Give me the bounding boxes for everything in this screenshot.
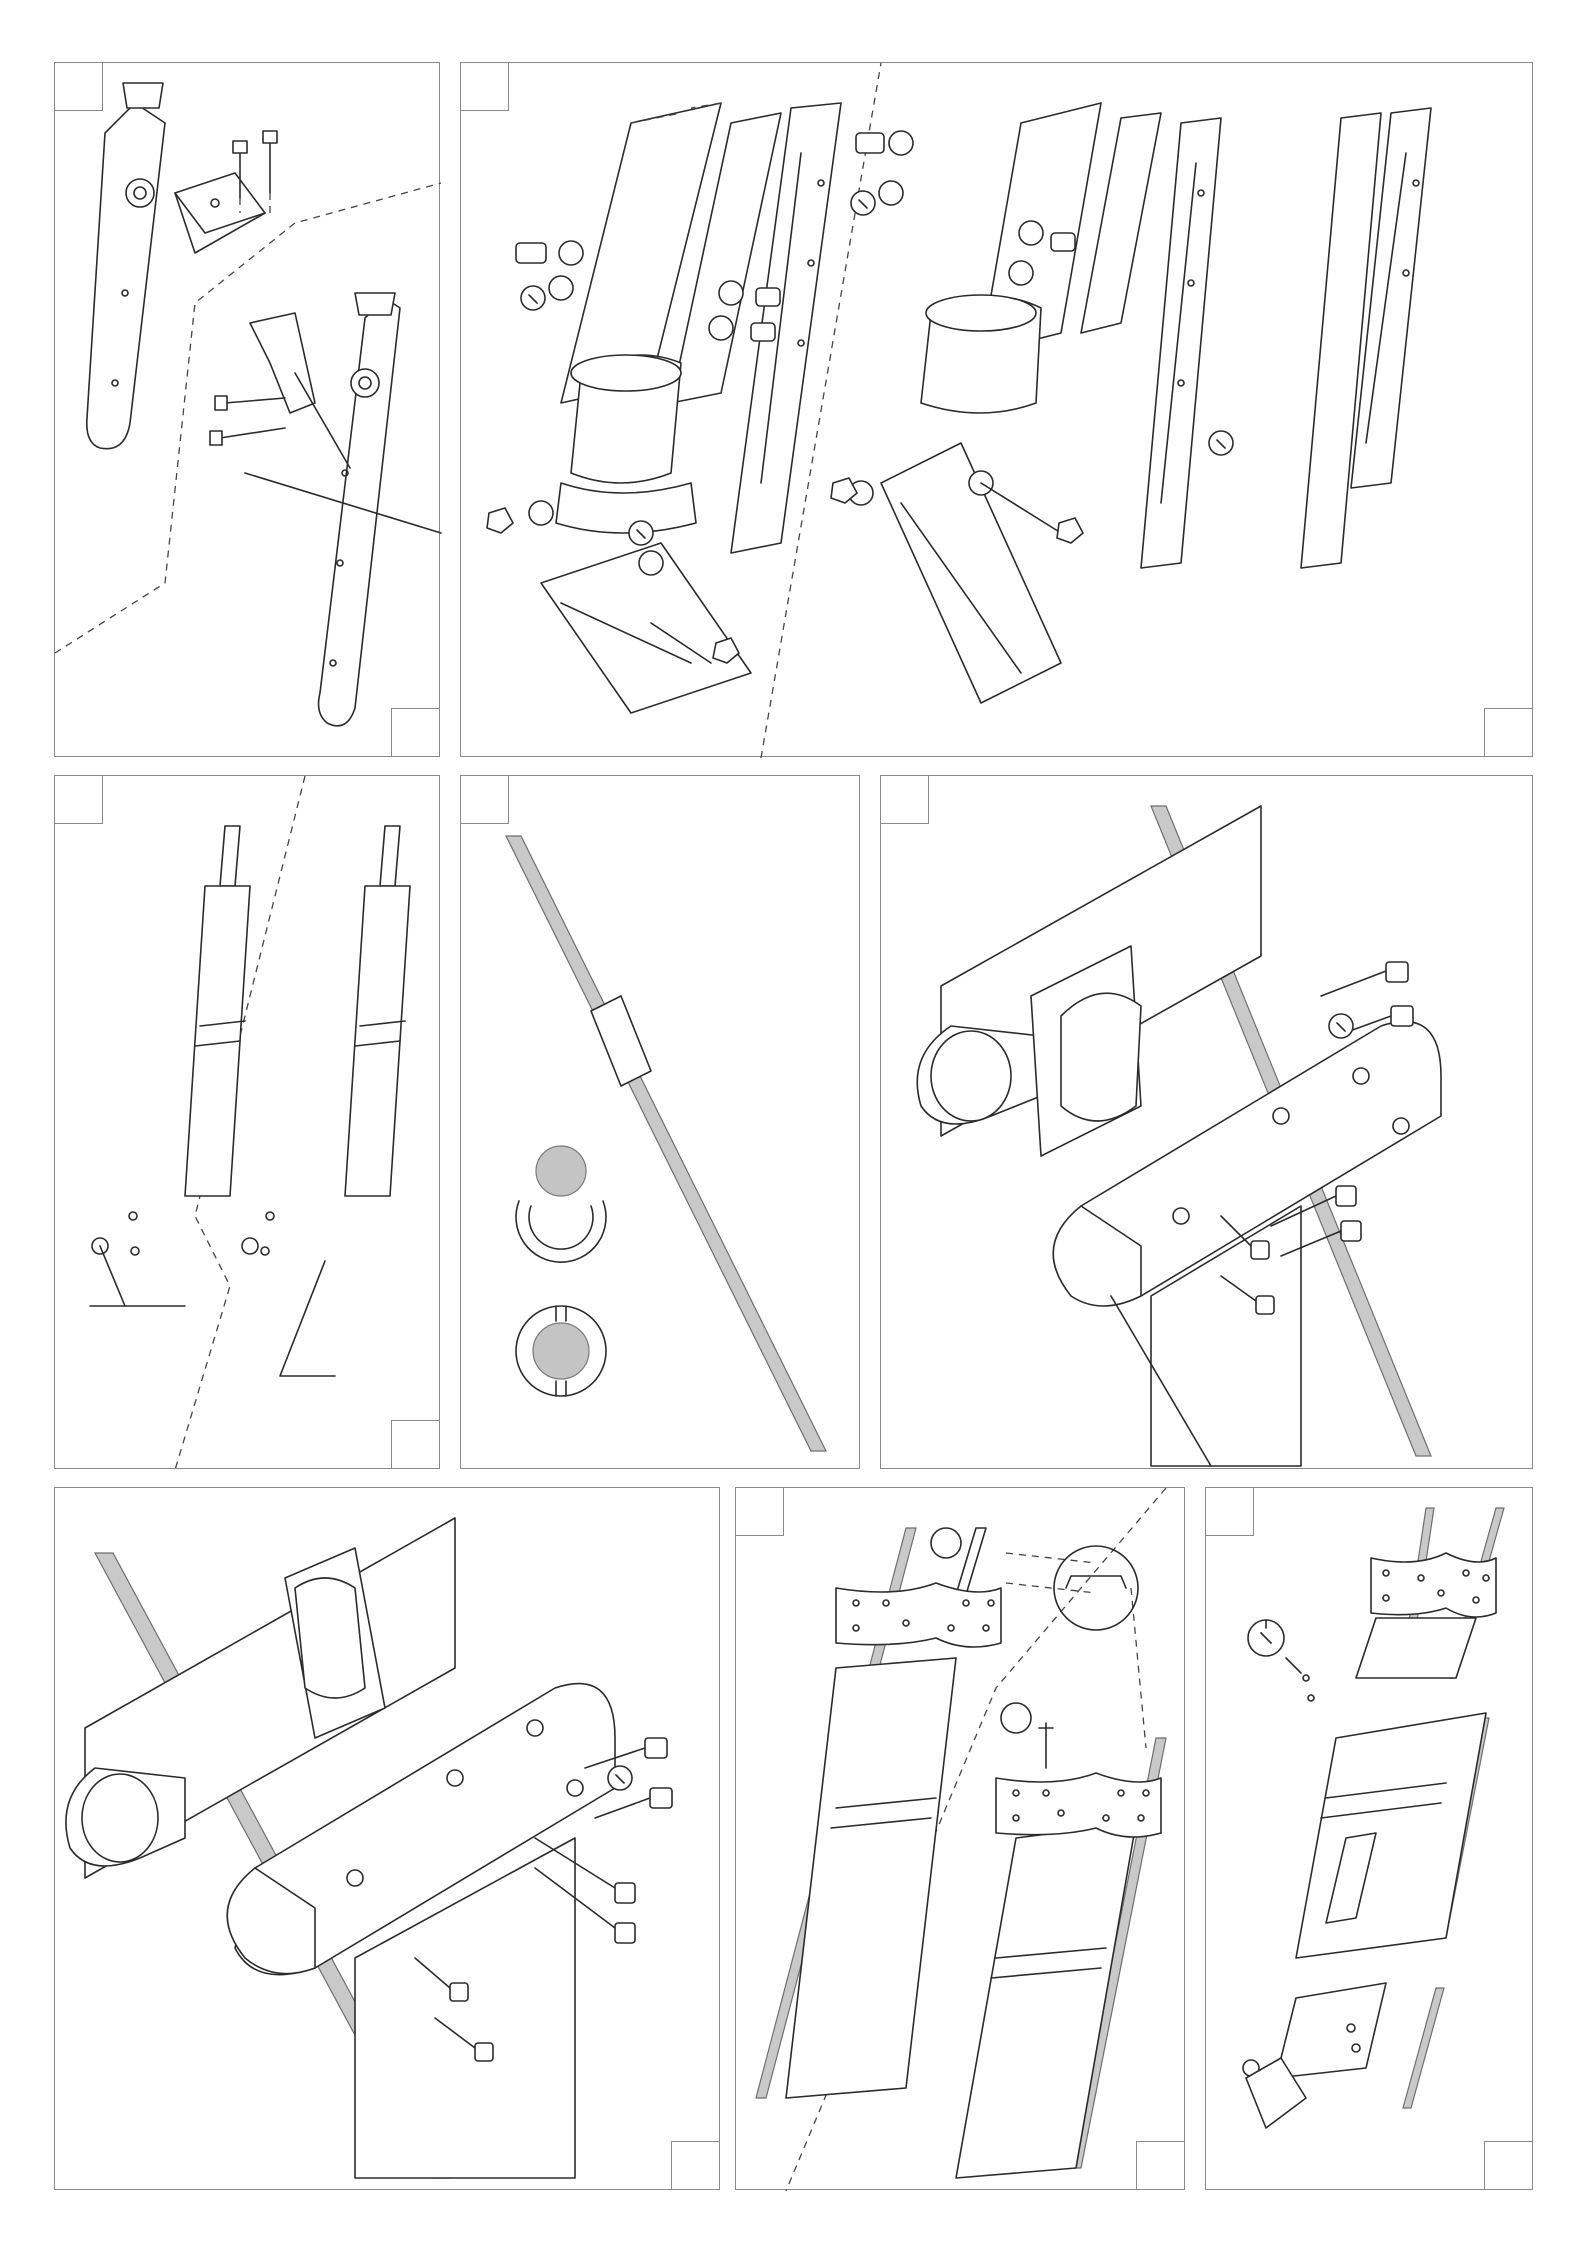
tube-left [90, 826, 250, 1306]
panel-1-bracket-hinge [54, 62, 440, 757]
panel-4-rod-sleeve [460, 775, 860, 1469]
clamp-plate-icon [1371, 1553, 1496, 1617]
panel-8-rail-assembly [1205, 1487, 1533, 2190]
rod-sleeve-drawing [461, 776, 861, 1470]
clip-closed [516, 1306, 606, 1396]
tube-right [242, 826, 410, 1376]
grease-tube-icon [608, 1766, 632, 1790]
clamp-plate-icon [996, 1773, 1161, 1837]
clamp-plate-icon [836, 1583, 1001, 1647]
grease-tube-icon [1329, 1014, 1353, 1038]
clamp-plates-drawing [736, 1488, 1186, 2191]
sleeve [591, 996, 651, 1086]
exploded-hinge-drawing [461, 63, 1534, 758]
clamp-assembly-alt-drawing [55, 1488, 721, 2191]
bolt-icon [210, 396, 285, 445]
clip-open [516, 1146, 606, 1262]
panel-2-exploded-hinge [460, 62, 1533, 757]
rail-profile-icon [1066, 1576, 1126, 1588]
leg-tubes-drawing [55, 776, 441, 1470]
hinge-bracket-drawing [55, 63, 441, 758]
grease-tube-icon [1248, 1620, 1284, 1656]
bolt-icon [233, 131, 277, 198]
rail-assembly-drawing [1206, 1488, 1534, 2191]
panel-6-clamp-assembly-alt [54, 1487, 720, 2190]
panel-7-clamp-plates [735, 1487, 1185, 2190]
panel-3-leg-tubes [54, 775, 440, 1469]
panel-5-clamp-assembly [880, 775, 1533, 1469]
clamp-assembly-drawing [881, 776, 1534, 1470]
